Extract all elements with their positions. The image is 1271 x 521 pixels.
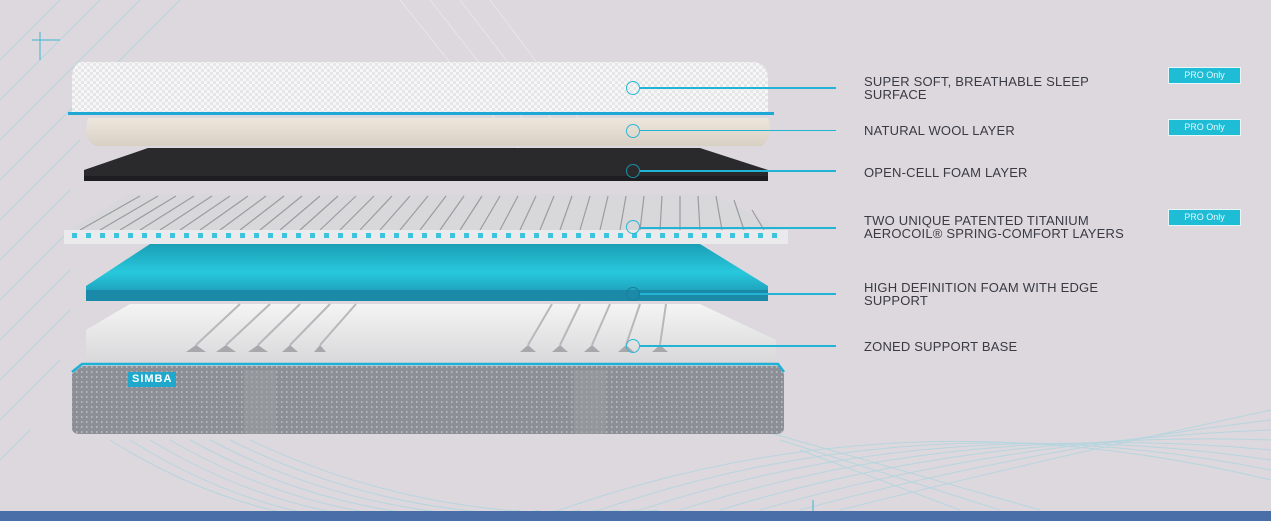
callout-marker-4[interactable] [626, 220, 640, 234]
layer-label-hd-foam: HIGH DEFINITION FOAM WITH EDGE SUPPORT [864, 280, 1099, 308]
callout-line-2 [640, 130, 836, 131]
crosshair-decoration-icon [32, 32, 60, 60]
layer-aerocoil-springs [64, 194, 788, 244]
pro-only-badge: PRO Only [1168, 119, 1241, 136]
layer-label-aerocoil: TWO UNIQUE PATENTED TITANIUM AEROCOIL® S… [864, 213, 1124, 241]
layer-wool [86, 118, 770, 146]
pro-only-badge: PRO Only [1168, 209, 1241, 226]
callout-marker-2[interactable] [626, 124, 640, 138]
layer-hd-foam [86, 244, 768, 301]
callout-marker-1[interactable] [626, 81, 640, 95]
layer-sleep-surface [68, 62, 774, 115]
callout-line-5 [640, 293, 836, 295]
pro-only-badge: PRO Only [1168, 67, 1241, 84]
mattress-exploded-illustration [64, 62, 788, 434]
bottom-bar [0, 511, 1271, 521]
layer-zoned-base [86, 303, 776, 368]
layer-label-wool: NATURAL WOOL LAYER [864, 123, 1015, 138]
callout-marker-3[interactable] [626, 164, 640, 178]
callout-marker-6[interactable] [626, 339, 640, 353]
layer-base-cover [71, 362, 785, 434]
callout-line-6 [640, 345, 836, 347]
callout-line-3 [640, 170, 836, 172]
layer-open-cell-foam [84, 148, 768, 181]
callout-line-4 [640, 227, 836, 229]
layer-label-open-cell-foam: OPEN-CELL FOAM LAYER [864, 165, 1028, 180]
layer-label-zoned-base: ZONED SUPPORT BASE [864, 339, 1018, 354]
callout-line-1 [640, 87, 836, 89]
simba-logo: SIMBA [128, 372, 177, 387]
layer-label-sleep-surface: SUPER SOFT, BREATHABLE SLEEP SURFACE [864, 74, 1089, 102]
tick-decoration-icon [812, 500, 814, 512]
callout-marker-5[interactable] [626, 287, 640, 301]
